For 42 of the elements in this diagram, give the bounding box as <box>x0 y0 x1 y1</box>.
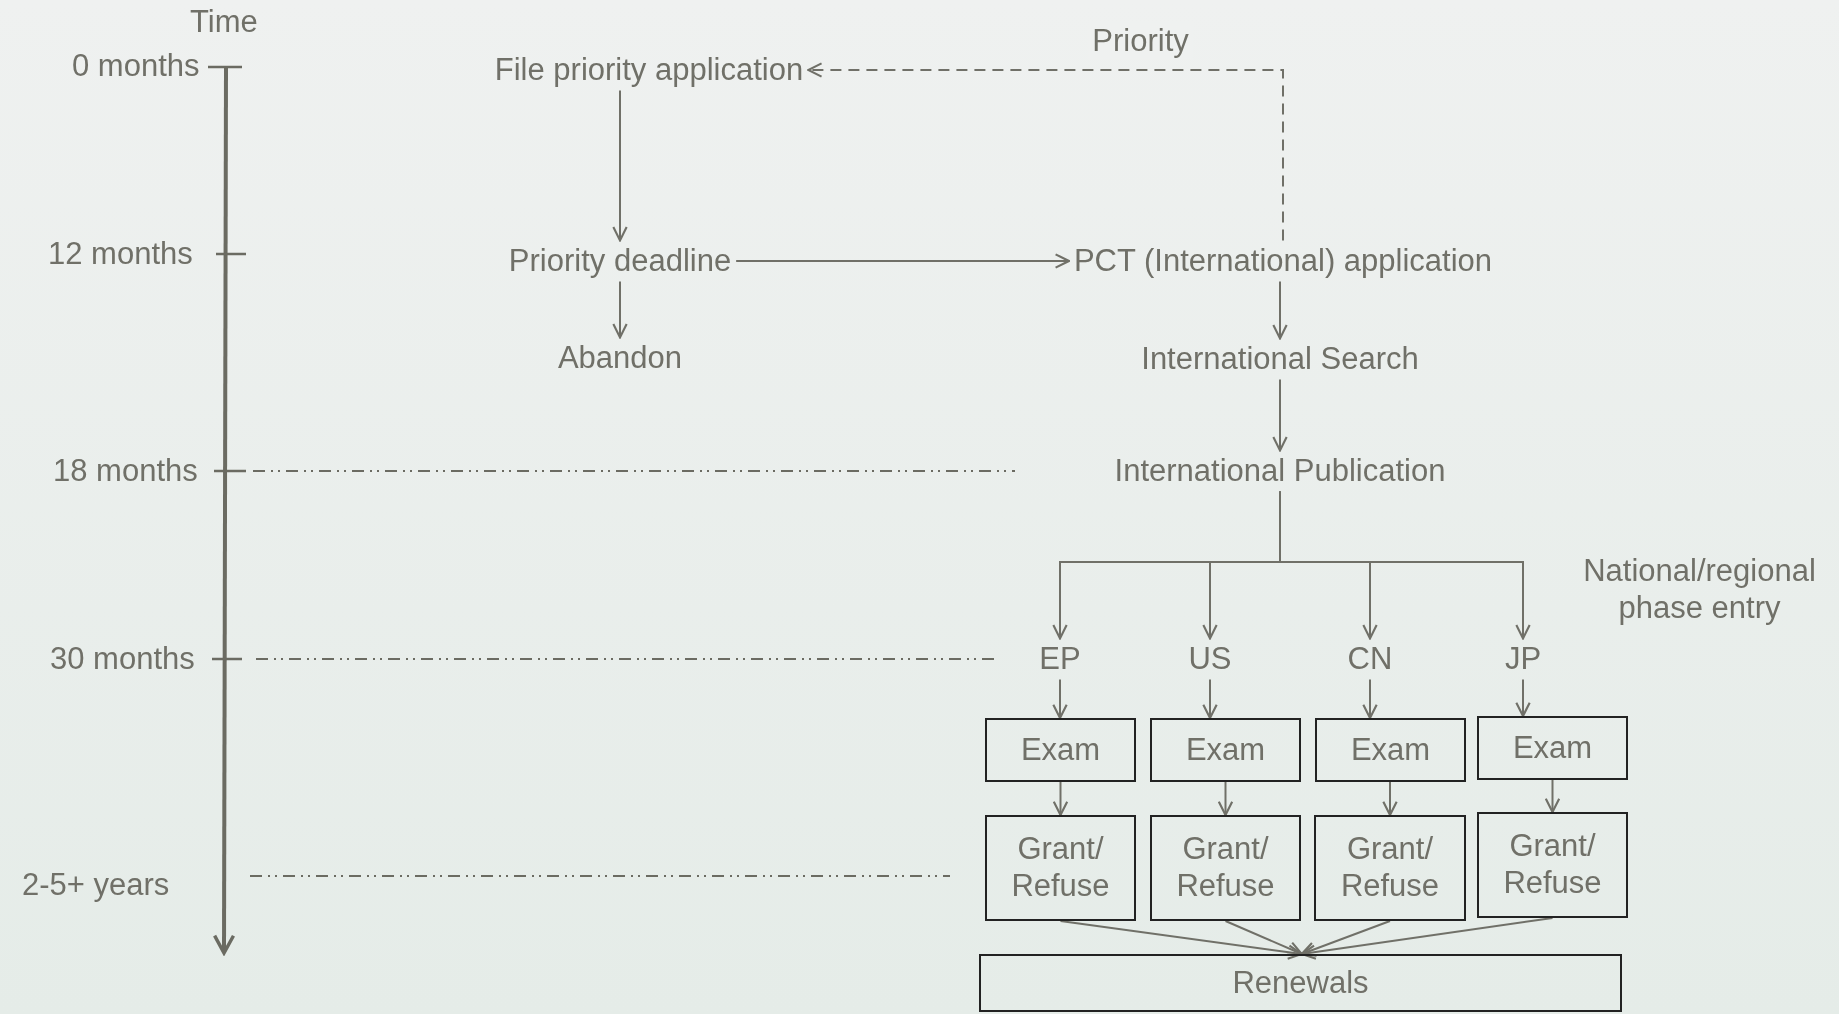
arrow <box>1202 678 1218 720</box>
tick-label: 18 months <box>53 452 198 490</box>
step-label: PCT (International) application <box>1073 242 1493 280</box>
process-box: Exam <box>1477 716 1628 780</box>
step-label: US <box>1188 640 1232 678</box>
arrow <box>1052 781 1069 817</box>
arrow <box>1362 678 1378 720</box>
step-label: International Search <box>1141 340 1419 378</box>
process-box: Exam <box>1315 718 1466 782</box>
arrow <box>1544 779 1561 814</box>
arrow <box>1382 781 1398 817</box>
tick-label: 2-5+ years <box>22 866 170 904</box>
step-label: International Publication <box>1114 452 1446 490</box>
arrow <box>612 89 628 242</box>
arrow <box>807 62 1284 242</box>
step-label: Abandon <box>557 339 683 377</box>
process-box: Exam <box>1150 718 1301 782</box>
arrow <box>612 280 628 339</box>
step-label: JP <box>1504 640 1542 678</box>
arrow <box>735 253 1070 269</box>
arrow <box>1272 378 1288 452</box>
arrow <box>1515 678 1531 718</box>
axis-title: Time <box>190 3 258 41</box>
tick-label: 30 months <box>50 640 195 678</box>
step-label: File priority application <box>494 51 804 89</box>
process-box: Grant/ Refuse <box>1477 812 1628 918</box>
process-box: Grant/ Refuse <box>1150 815 1301 921</box>
process-box: Grant/ Refuse <box>985 815 1136 921</box>
step-label: CN <box>1347 640 1393 678</box>
arrow <box>1052 678 1068 720</box>
tick-label: 12 months <box>48 235 193 273</box>
arrow <box>1217 781 1234 817</box>
annotation-label: National/regional phase entry <box>1582 552 1817 627</box>
process-box: Grant/ Refuse <box>1314 815 1466 921</box>
process-box: Exam <box>985 718 1136 782</box>
process-box: Renewals <box>979 954 1622 1012</box>
arrow <box>1279 490 1531 640</box>
step-label: Priority deadline <box>508 242 732 280</box>
arrow <box>1224 920 1303 956</box>
arrow <box>1272 280 1288 340</box>
tick-label: 0 months <box>72 47 200 85</box>
step-label: EP <box>1039 640 1081 678</box>
